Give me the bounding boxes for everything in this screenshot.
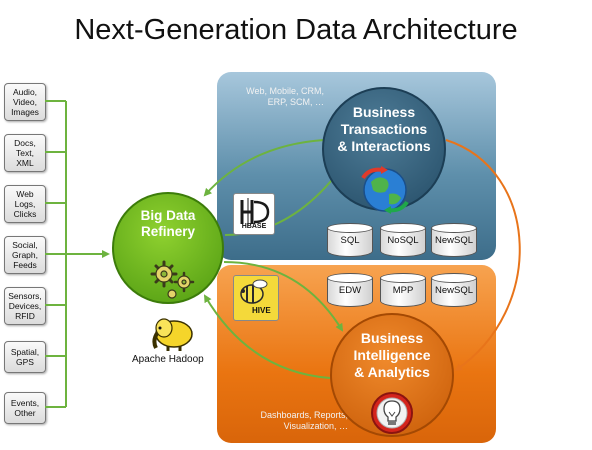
database-label: NoSQL — [387, 235, 419, 246]
database-label: SQL — [340, 235, 360, 246]
source-web-logs-clicks: Web Logs, Clicks — [4, 185, 46, 223]
bee-icon — [240, 279, 268, 304]
hbase-logo: HBASE — [233, 193, 275, 235]
source-events-other: Events, Other — [4, 392, 46, 424]
database-label: MPP — [392, 285, 414, 296]
hive-logo-text: HIVE — [252, 306, 271, 315]
database-nosql: NoSQL — [380, 223, 426, 257]
big-data-refinery-node: Big Data Refinery — [112, 192, 224, 304]
hbase-logo-text: HBASE — [241, 223, 267, 230]
arrow-analytics-to-refinery — [203, 294, 331, 379]
database-sql: SQL — [327, 223, 373, 257]
database-edw: EDW — [327, 273, 373, 307]
database-mpp: MPP — [380, 273, 426, 307]
diagram-title: Next-Generation Data Architecture — [74, 14, 518, 46]
globe-icon — [361, 166, 409, 214]
apache-hadoop-label: Apache Hadoop — [132, 354, 204, 365]
transactions-sources-note: Web, Mobile, CRM, ERP, SCM, … — [246, 86, 324, 107]
database-newsql-top: NewSQL — [431, 223, 477, 257]
database-newsql-bottom: NewSQL — [431, 273, 477, 307]
source-audio-video-images: Audio, Video, Images — [4, 83, 46, 121]
hadoop-elephant-icon — [152, 318, 193, 351]
database-label: NewSQL — [434, 285, 473, 296]
arrow-transactions-to-analytics — [445, 139, 521, 372]
database-label: NewSQL — [434, 235, 473, 246]
source-sensors-devices-rfid: Sensors, Devices, RFID — [4, 287, 46, 325]
source-docs-text-xml: Docs, Text, XML — [4, 134, 46, 172]
database-label: EDW — [338, 285, 362, 296]
hbase-logo-icon — [240, 198, 270, 226]
lightbulb-icon — [371, 392, 413, 434]
arrow-refinery-to-analytics — [223, 261, 344, 332]
arrow-transactions-to-refinery — [203, 139, 325, 197]
analytics-outputs-note: Dashboards, Reports, Visualization, … — [260, 410, 348, 431]
source-spatial-gps: Spatial, GPS — [4, 341, 46, 373]
gears-icon — [150, 260, 195, 299]
source-social-graph-feeds: Social, Graph, Feeds — [4, 236, 46, 274]
hive-logo: HIVE — [233, 275, 279, 321]
